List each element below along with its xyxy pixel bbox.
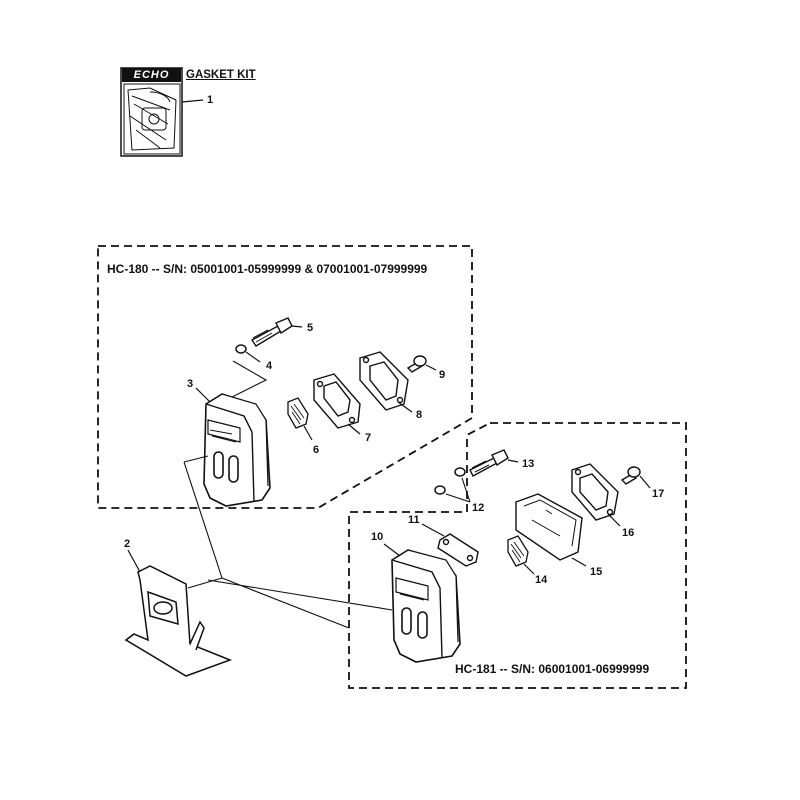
leader-13 [507,459,519,463]
part-2-heat-shield [124,565,233,677]
part-4-washer [235,344,247,354]
leader-3 [195,387,211,403]
part-14-screen [507,535,529,567]
part-8-bracket [359,351,409,411]
part-6-screen [287,397,309,429]
leader-5 [291,325,303,328]
gasket-kit-title: GASKET KIT [186,69,256,81]
callout-6: 6 [313,444,320,456]
callout-12: 12 [472,502,485,514]
part-9-screw [406,355,427,373]
leader-12 [445,477,471,503]
callout-14: 14 [535,574,548,586]
callout-17: 17 [652,488,665,500]
part-7-gasket [313,373,361,429]
callout-11: 11 [408,514,420,526]
leader-15 [571,557,587,567]
callout-4: 4 [266,360,273,372]
leader-2 [127,549,141,573]
callout-5: 5 [307,322,314,334]
callout-15: 15 [590,566,603,578]
callout-8: 8 [416,409,423,421]
connector-lines [183,455,393,629]
part-10-muffler [391,549,461,663]
leader-9 [425,364,437,371]
callout-13: 13 [522,458,535,470]
leader-6 [303,425,313,441]
part-12-washers [434,467,466,495]
callout-3: 3 [187,378,194,390]
hc181-boundary [348,422,687,689]
leader-16 [607,513,621,527]
echo-logo: ECHO [122,68,181,82]
hc180-boundary [97,245,473,509]
leader-14 [523,563,535,575]
gasket-kit-illustration [120,67,183,157]
leader-7 [347,423,361,435]
leader-8 [397,401,413,413]
part-3-muffler [203,393,271,507]
callout-2: 2 [124,538,131,550]
callout-16: 16 [622,527,635,539]
leader-17 [639,475,651,489]
leader-10 [383,543,401,557]
callout-9: 9 [439,369,446,381]
part-13-bolt [469,449,509,477]
part-5-bolt [250,317,293,347]
callout-7: 7 [365,432,372,444]
leader-11 [421,523,445,537]
callout-10: 10 [371,531,384,543]
callout-1: 1 [207,94,214,106]
part-16-bracket [571,463,619,521]
part-17-screw [620,466,641,485]
hc181-header: HC-181 -- S/N: 06001001-06999999 [455,662,650,676]
part-15-cover [515,493,583,561]
callout-leader-1 [181,99,204,103]
hc180-header: HC-180 -- S/N: 05001001-05999999 & 07001… [107,262,428,276]
part-11-gasket [437,533,479,567]
